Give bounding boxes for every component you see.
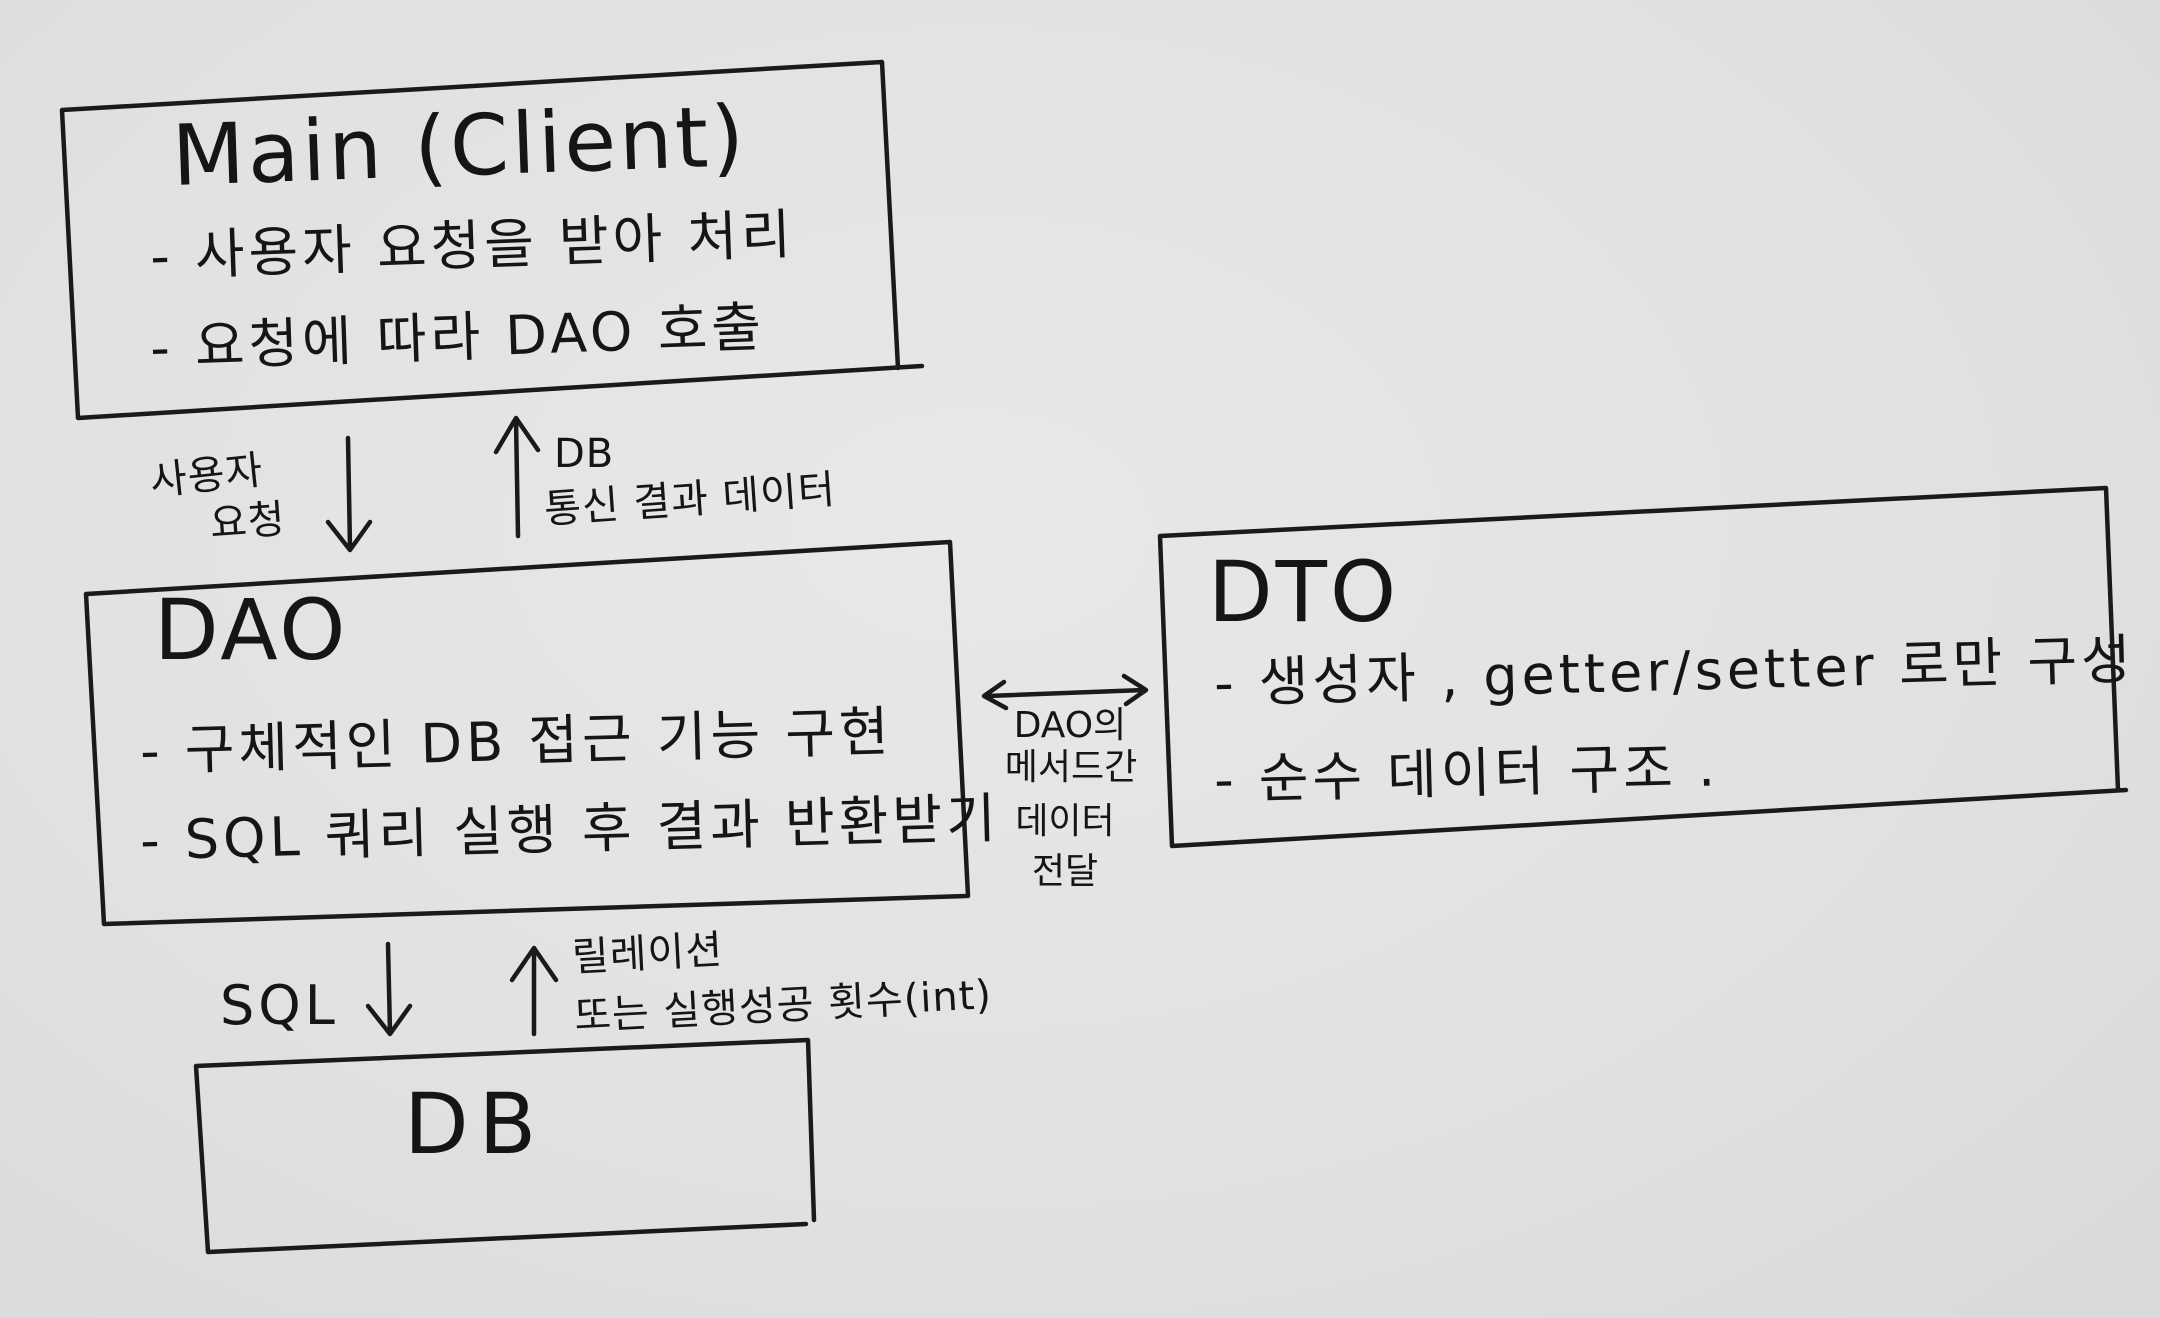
arrow-main-to-dao bbox=[325, 435, 373, 553]
main-box-title: Main (Client) bbox=[170, 86, 749, 206]
dao-dto-label-4: 전달 bbox=[1031, 851, 1099, 892]
arrow-dao-to-db bbox=[365, 941, 413, 1037]
main-to-dao-label-2: 요청 bbox=[208, 496, 288, 548]
dao-box-title: DAO bbox=[154, 581, 349, 679]
dao-dto-label-2: 메서드간 bbox=[1004, 747, 1138, 788]
main-box bbox=[59, 59, 925, 421]
dto-box-title: DTO bbox=[1208, 543, 1400, 641]
dao-dto-label-3: 데이터 bbox=[1015, 801, 1115, 842]
db-box-title: DB bbox=[404, 1075, 547, 1173]
dto-box bbox=[1157, 485, 2129, 849]
dao-box bbox=[83, 539, 971, 927]
dao-to-db-label: SQL bbox=[220, 974, 339, 1037]
db-to-dao-label-1: 릴레이션 bbox=[570, 927, 725, 981]
arrow-dao-to-main bbox=[493, 415, 541, 539]
arrow-dao-dto bbox=[981, 673, 1149, 711]
dao-dto-label-1: DAO의 bbox=[1013, 705, 1127, 746]
arrow-db-to-dao bbox=[509, 945, 559, 1037]
dao-to-main-label-1: DB bbox=[554, 431, 615, 477]
db-box bbox=[193, 1037, 817, 1255]
dto-box-item-2: - 순수 데이터 구조 . bbox=[1213, 735, 1720, 812]
